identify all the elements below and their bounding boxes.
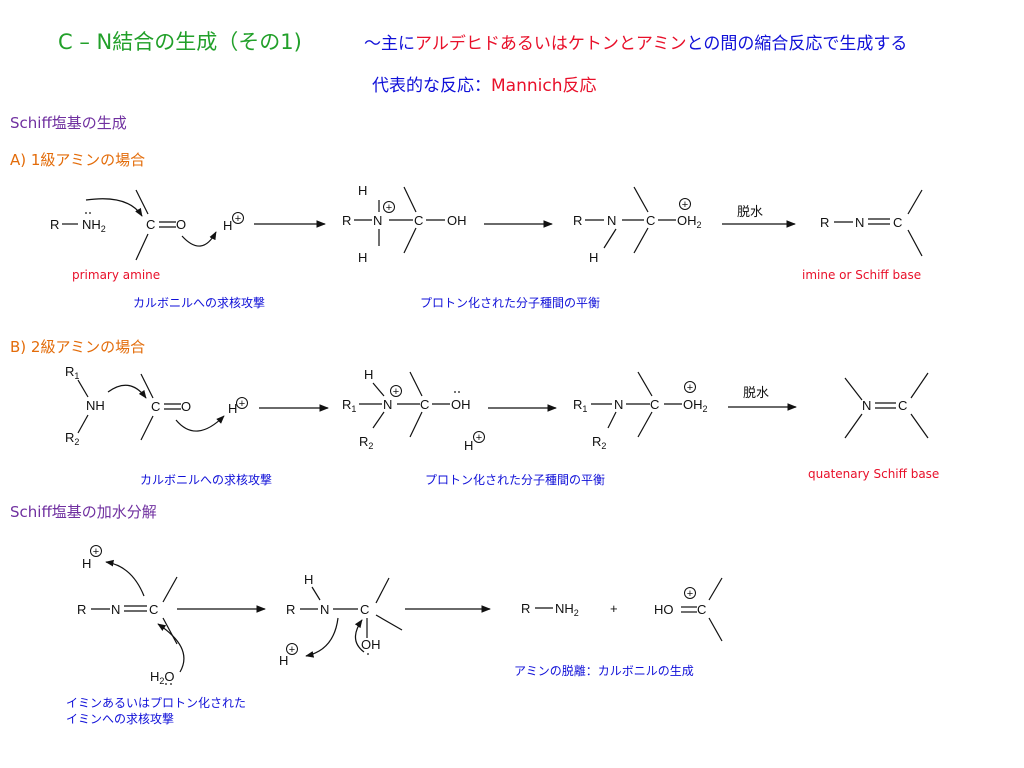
atom-OH: OH bbox=[447, 213, 467, 228]
atom-N: N bbox=[383, 397, 392, 412]
atom-C: C bbox=[146, 217, 155, 232]
charge-plus: + bbox=[289, 644, 295, 656]
caption-amine-release: アミンの脱離：カルボニルの生成 bbox=[514, 664, 694, 678]
charge-plus: + bbox=[687, 588, 693, 600]
section-schiff-formation: Schiff塩基の生成 bbox=[10, 114, 127, 132]
caption-primary-amine: primary amine bbox=[72, 268, 161, 282]
caption-carbonyl-attack-b: カルボニルへの求核攻撃 bbox=[140, 473, 273, 487]
subtitle-reaction: Mannich反応 bbox=[491, 76, 597, 96]
atom-H: H bbox=[223, 218, 232, 233]
atom-R1: R1 bbox=[65, 364, 79, 381]
title-condensation: との間の縮合反応で生成する bbox=[686, 34, 908, 54]
atom-N: N bbox=[614, 397, 623, 412]
charge-plus: + bbox=[393, 386, 399, 398]
charge-plus: + bbox=[687, 382, 693, 394]
atom-R2: R2 bbox=[359, 434, 373, 451]
atom-R: R bbox=[50, 217, 59, 232]
atom-C: C bbox=[360, 602, 369, 617]
atom-H: H bbox=[358, 250, 367, 265]
atom-H: H bbox=[82, 556, 91, 571]
atom-HO: HO bbox=[654, 602, 674, 617]
title-reactants: アルデヒドあるいはケトンとアミン bbox=[415, 34, 687, 54]
atom-R: R bbox=[521, 601, 530, 616]
charge-plus: + bbox=[93, 546, 99, 558]
page-title-subtext: 〜主にアルデヒドあるいはケトンとアミンとの間の縮合反応で生成する bbox=[364, 29, 907, 54]
charge-plus: + bbox=[476, 432, 482, 444]
atom-C: C bbox=[646, 213, 655, 228]
subtitle: 代表的な反応：Mannich反応 bbox=[372, 71, 596, 96]
caption-proton-equilibrium-a: プロトン化された分子種間の平衡 bbox=[420, 296, 601, 310]
subtitle-label: 代表的な反応： bbox=[372, 76, 491, 96]
atom-R1: R1 bbox=[573, 397, 587, 414]
label-dehydration: 脱水 bbox=[743, 385, 769, 400]
atom-O: O bbox=[181, 399, 191, 414]
atom-R: R bbox=[77, 602, 86, 617]
atom-C: C bbox=[650, 397, 659, 412]
atom-OH2: OH2 bbox=[677, 213, 702, 230]
atom-C: C bbox=[151, 399, 160, 414]
atom-C: C bbox=[898, 398, 907, 413]
charge-plus: + bbox=[682, 199, 688, 211]
title-tilde: 〜主に bbox=[364, 34, 415, 54]
atom-R: R bbox=[573, 213, 582, 228]
atom-H2O: H2O bbox=[150, 669, 175, 686]
charge-plus: + bbox=[239, 398, 245, 410]
atom-N: N bbox=[862, 398, 871, 413]
atom-NH2: NH2 bbox=[555, 601, 579, 618]
section-secondary-amine: B) 2級アミンの場合 bbox=[10, 338, 146, 356]
atom-N: N bbox=[607, 213, 616, 228]
charge-plus: + bbox=[235, 213, 241, 225]
atom-H: H bbox=[304, 572, 313, 587]
caption-carbonyl-attack-a: カルボニルへの求核攻撃 bbox=[133, 296, 266, 310]
atom-H: H bbox=[358, 183, 367, 198]
atom-R1: R1 bbox=[342, 397, 356, 414]
caption-quatenary-schiff-base: quatenary Schiff base bbox=[808, 467, 940, 481]
atom-OH: OH bbox=[361, 637, 381, 652]
caption-imine-attack-line2: イミンへの求核攻撃 bbox=[66, 712, 175, 726]
atom-C: C bbox=[420, 397, 429, 412]
atom-R2: R2 bbox=[592, 434, 606, 451]
atom-OH2: OH2 bbox=[683, 397, 708, 414]
atom-R: R bbox=[286, 602, 295, 617]
section-primary-amine: A) 1級アミンの場合 bbox=[10, 151, 146, 169]
label-dehydration: 脱水 bbox=[737, 204, 763, 219]
atom-N: N bbox=[373, 213, 382, 228]
atom-C: C bbox=[697, 602, 706, 617]
atom-C: C bbox=[414, 213, 423, 228]
atom-NH2: NH2 bbox=[82, 217, 106, 234]
charge-plus: + bbox=[386, 202, 392, 214]
caption-imine-schiff-base: imine or Schiff base bbox=[802, 268, 922, 282]
atom-H: H bbox=[589, 250, 598, 265]
plus-sign: + bbox=[610, 601, 618, 616]
section-hydrolysis: Schiff塩基の加水分解 bbox=[10, 503, 157, 521]
atom-H: H bbox=[364, 367, 373, 382]
atom-R: R bbox=[342, 213, 351, 228]
atom-C: C bbox=[149, 602, 158, 617]
atom-C: C bbox=[893, 215, 902, 230]
atom-R2: R2 bbox=[65, 430, 79, 447]
atom-N: N bbox=[111, 602, 120, 617]
caption-imine-attack-line1: イミンあるいはプロトン化された bbox=[66, 696, 247, 710]
atom-H: H bbox=[228, 401, 237, 416]
atom-N: N bbox=[320, 602, 329, 617]
atom-R: R bbox=[820, 215, 829, 230]
atom-H: H bbox=[464, 438, 473, 453]
page-title: C – N結合の生成（その1) bbox=[58, 30, 302, 54]
atom-N: N bbox=[855, 215, 864, 230]
atom-H: H bbox=[279, 653, 288, 668]
atom-OH: OH bbox=[451, 397, 471, 412]
atom-O: O bbox=[176, 217, 186, 232]
caption-proton-equilibrium-b: プロトン化された分子種間の平衡 bbox=[425, 473, 606, 487]
atom-NH: NH bbox=[86, 398, 105, 413]
